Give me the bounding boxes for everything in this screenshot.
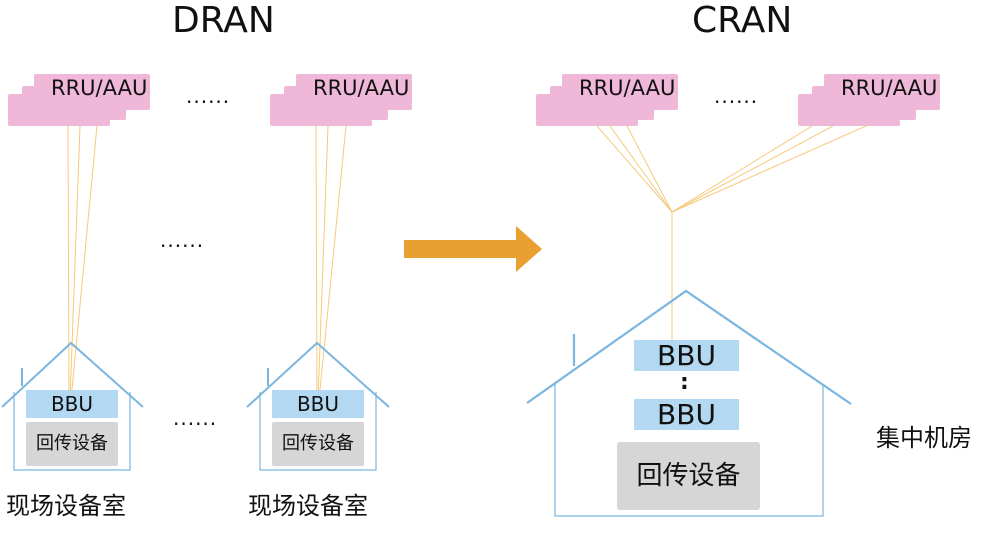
backhaul-left-2: 回传设备 [272, 422, 364, 466]
bbu-right-2: BBU [634, 399, 739, 430]
fiber-lines-right [596, 125, 867, 342]
bbu-left-1: BBU [26, 390, 118, 418]
fiber-lines-left-2 [315, 125, 347, 401]
rru-stack-right-1 [536, 74, 678, 126]
transition-arrow [404, 226, 542, 272]
rru-label-left-1: RRU/AAU [51, 76, 148, 100]
cran-title: CRAN [692, 0, 793, 41]
bbu-left-2: BBU [272, 390, 364, 418]
rru-stack-left-1 [8, 74, 150, 126]
rru-label-right-1: RRU/AAU [579, 76, 676, 100]
bbu-separator: : [680, 370, 689, 395]
house-left-2 [246, 341, 390, 471]
backhaul-left-1: 回传设备 [26, 422, 118, 466]
site-label-left-1: 现场设备室 [6, 492, 126, 520]
ellipsis-left-middle: ...... [160, 228, 205, 252]
house-right [526, 289, 852, 517]
rru-label-left-2: RRU/AAU [313, 76, 410, 100]
rru-stack-left-2 [270, 74, 412, 126]
bbu-right-1: BBU [634, 340, 739, 371]
site-label-left-2: 现场设备室 [248, 492, 368, 520]
fiber-lines-left-1 [67, 125, 98, 401]
rru-label-right-2: RRU/AAU [841, 76, 938, 100]
backhaul-right: 回传设备 [617, 442, 760, 510]
ellipsis-left-bottom: ...... [173, 406, 218, 430]
rru-stack-right-2 [798, 74, 940, 126]
dran-title: DRAN [172, 0, 275, 41]
house-left-1 [1, 341, 144, 471]
ellipsis-left-top: ...... [186, 84, 231, 108]
site-label-right: 集中机房 [876, 424, 972, 452]
ellipsis-right-top: ...... [714, 84, 759, 108]
